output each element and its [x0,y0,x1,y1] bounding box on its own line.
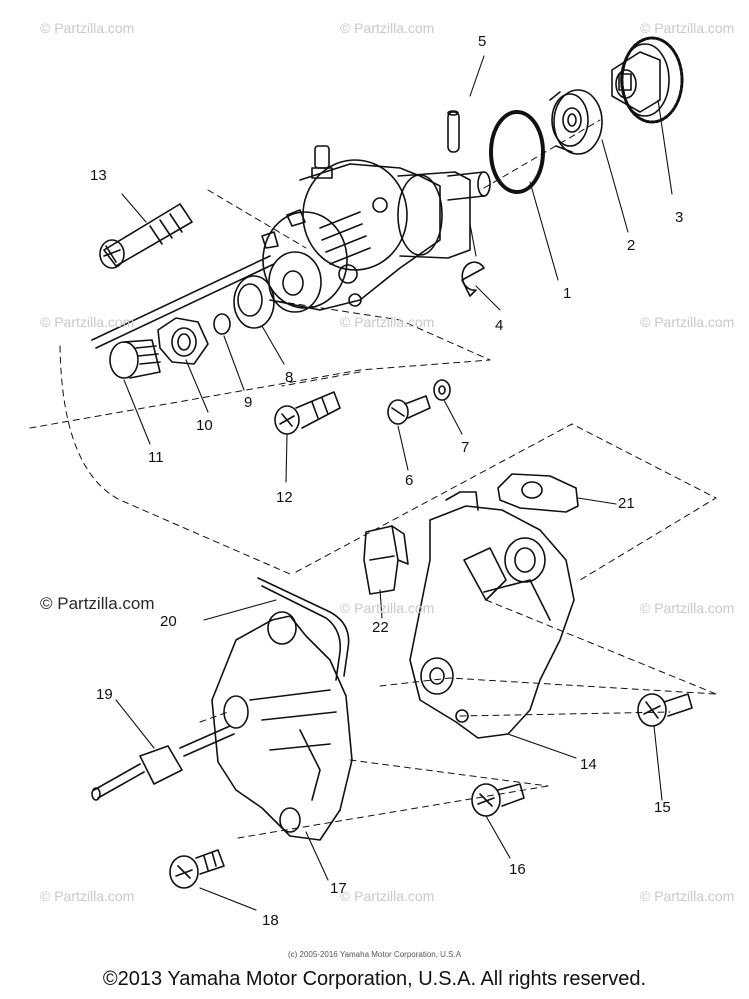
oil-pump-body [261,145,491,313]
bolt-part-6 [387,395,431,425]
watermark-text: © Partzilla.com [340,888,435,904]
callout-part-3: 3 [675,209,684,226]
pin-part-5 [447,110,460,153]
bolt-part-12 [274,391,341,435]
callout-part-20: 20 [160,613,177,630]
callout-part-14: 14 [580,756,597,773]
callout-part-12: 12 [276,489,293,506]
callout-part-9: 9 [244,394,253,411]
o-ring-part-1 [489,110,545,194]
callout-part-21: 21 [618,495,635,512]
watermark-text: © Partzilla.com [640,20,735,36]
rod-pin [91,255,275,349]
callout-part-19: 19 [96,686,113,703]
washer-part-7 [433,379,451,401]
plate-part-21 [497,473,579,513]
watermark-text: © Partzilla.com [40,888,135,904]
circlip-part-4 [461,261,485,297]
drive-gear-part-3 [611,36,684,124]
caliper-part-17 [211,611,353,841]
callout-part-18: 18 [262,912,279,929]
callout-part-17: 17 [330,880,347,897]
washer-part-9 [213,313,231,335]
pipe-part-20 [257,577,350,681]
callout-part-15: 15 [654,799,671,816]
callout-part-10: 10 [196,417,213,434]
bolt-part-18 [169,849,225,889]
bearing-part-2 [549,89,603,155]
small-copyright-note: (c) 2005-2016 Yamaha Motor Corporation, … [287,950,462,959]
watermark-text: © Partzilla.com [40,20,135,36]
bracket-part-14 [409,491,575,739]
bolt-part-15 [637,693,693,727]
dashed-alignment-lines [29,119,717,839]
callout-part-11: 11 [148,449,164,466]
callout-part-16: 16 [509,861,526,878]
watermark-text: © Partzilla.com [340,600,435,616]
callout-part-6: 6 [405,472,414,489]
bleeder-screw-part-11 [109,339,161,379]
watermark-text: © Partzilla.com [40,314,135,330]
watermark-text: © Partzilla.com [340,20,435,36]
pad-part-22 [363,525,409,595]
watermark-text-dark: © Partzilla.com [40,594,155,613]
nut-part-10 [157,317,209,365]
callout-part-7: 7 [461,439,470,456]
watermark-text: © Partzilla.com [640,600,735,616]
hose-fitting-part-19 [91,725,235,801]
callout-part-5: 5 [478,33,487,50]
callout-part-13: 13 [90,167,107,184]
watermark-text: © Partzilla.com [340,314,435,330]
callout-part-4: 4 [495,317,504,334]
leader-lines [115,55,673,911]
gasket-part-8 [233,275,275,329]
copyright-footer: ©2013 Yamaha Motor Corporation, U.S.A. A… [102,968,647,990]
watermark-text: © Partzilla.com [640,888,735,904]
callout-part-22: 22 [372,619,389,636]
watermark-text: © Partzilla.com [640,314,735,330]
bolt-part-13 [99,203,193,269]
callout-part-2: 2 [627,237,636,254]
callout-part-1: 1 [563,285,572,302]
callout-part-8: 8 [285,369,294,386]
bolt-part-16 [471,783,525,817]
